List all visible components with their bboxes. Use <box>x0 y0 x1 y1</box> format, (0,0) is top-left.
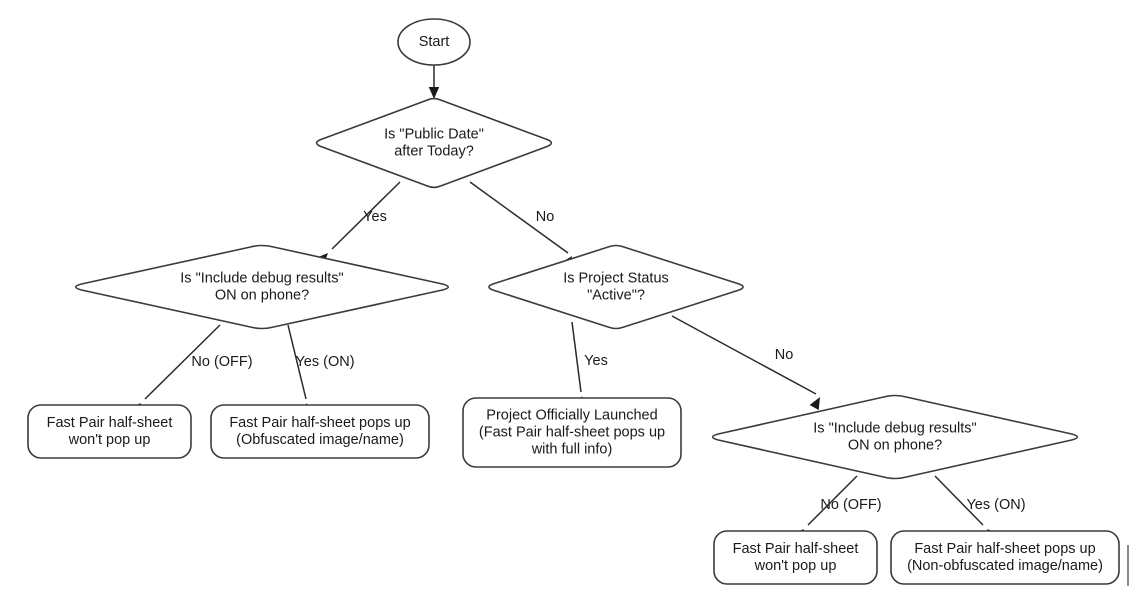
edge-line-project-status-yes <box>571 321 582 393</box>
edge-line-debug-right-no-off <box>807 475 858 526</box>
nodes-layer: Start Is "Public Date"after Today? Is "Inc… <box>27 18 1120 585</box>
edge-line-debug-left-yes-on <box>287 324 307 400</box>
edge-label-debug-right-yes-on: Yes (ON) <box>966 497 1025 513</box>
node-shape-public-date-decision <box>315 97 553 189</box>
node-include-debug-results-left-decision-label: Is "Include debug results"ON on phone? <box>180 270 343 303</box>
edge-line-project-status-no <box>671 315 817 395</box>
edge-line-debug-right-yes-on <box>934 475 984 526</box>
node-outcome-right-on[interactable]: Fast Pair half-sheet pops up(Non-obfusca… <box>890 530 1120 585</box>
edge-project-status-yes: Yes <box>571 321 608 409</box>
edge-debug-left-yes-on: Yes (ON) <box>287 324 355 416</box>
node-shape-outcome-right-off <box>713 530 878 585</box>
edge-label-public-date-no: No <box>536 209 555 225</box>
node-include-debug-results-right-decision-label: Is "Include debug results"ON on phone? <box>813 420 976 453</box>
node-shape-outcome-right-on <box>890 530 1120 585</box>
edge-public-date-yes: Yes <box>315 181 401 266</box>
edge-label-project-status-yes: Yes <box>584 353 608 369</box>
node-shape-include-debug-results-right-decision <box>711 394 1079 480</box>
node-shape-outcome-left-off <box>27 404 192 459</box>
edge-arrowhead-start-to-public-date <box>428 87 440 99</box>
node-outcome-left-on-label: Fast Pair half-sheet pops up(Obfuscated … <box>229 415 410 448</box>
node-include-debug-results-right-decision[interactable]: Is "Include debug results"ON on phone? <box>711 394 1079 480</box>
node-outcome-right-on-label: Fast Pair half-sheet pops up(Non-obfusca… <box>907 541 1103 574</box>
node-shape-include-debug-results-left-decision <box>74 244 450 330</box>
edge-label-project-status-no: No <box>775 347 794 363</box>
edge-debug-left-no-off: No (OFF) <box>128 324 253 416</box>
edge-project-status-no: No <box>671 315 820 411</box>
edge-line-public-date-no <box>469 181 569 254</box>
node-outcome-project-launched-label: Project Officially Launched(Fast Pair ha… <box>479 407 665 457</box>
edge-label-public-date-yes: Yes <box>363 209 387 225</box>
edge-label-debug-right-no-off: No (OFF) <box>820 497 881 513</box>
node-outcome-left-on[interactable]: Fast Pair half-sheet pops up(Obfuscated … <box>210 404 430 459</box>
node-outcome-project-launched[interactable]: Project Officially Launched(Fast Pair ha… <box>462 397 682 468</box>
node-include-debug-results-left-decision[interactable]: Is "Include debug results"ON on phone? <box>74 244 450 330</box>
edge-label-debug-left-no-off: No (OFF) <box>191 354 252 370</box>
edge-public-date-no: No <box>469 181 572 269</box>
node-public-date-decision-label: Is "Public Date"after Today? <box>384 126 484 159</box>
node-project-status-decision-label: Is Project Status"Active"? <box>563 270 669 303</box>
edge-start-to-public-date <box>428 65 440 99</box>
node-shape-outcome-project-launched <box>462 397 682 468</box>
edge-line-debug-left-no-off <box>144 324 221 400</box>
node-shape-outcome-left-on <box>210 404 430 459</box>
edge-label-debug-left-yes-on: Yes (ON) <box>295 354 354 370</box>
node-shape-project-status-decision <box>488 244 744 330</box>
edge-arrowhead-project-status-no <box>809 397 820 411</box>
node-public-date-decision[interactable]: Is "Public Date"after Today? <box>315 97 553 189</box>
node-start-label: Start <box>419 34 450 50</box>
node-start[interactable]: Start <box>397 18 471 66</box>
node-project-status-decision[interactable]: Is Project Status"Active"? <box>488 244 744 330</box>
node-shape-start <box>397 18 471 66</box>
edge-line-public-date-yes <box>331 181 401 250</box>
